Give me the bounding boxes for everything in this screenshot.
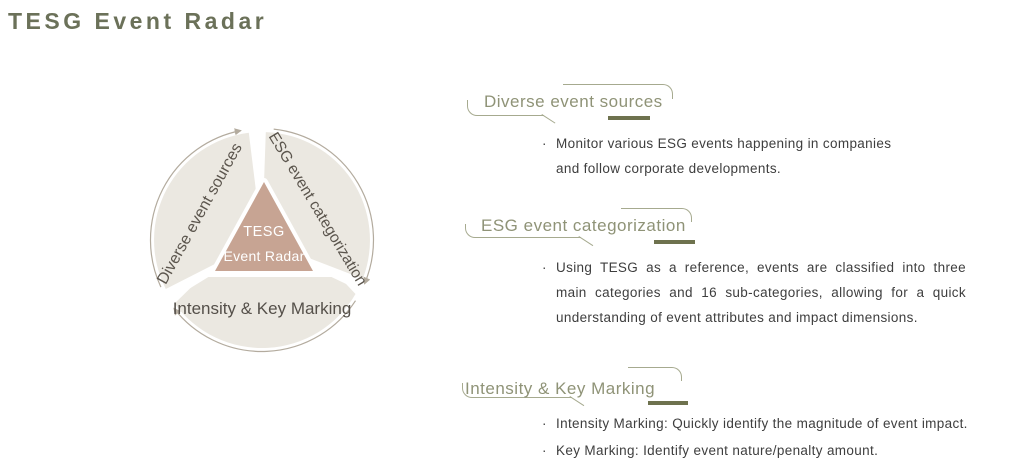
bullet-text: Monitor various ESG events happening in … bbox=[556, 136, 892, 151]
bullet-dot: · bbox=[542, 260, 547, 275]
bracket-tail bbox=[578, 236, 594, 247]
page-title: TESG Event Radar bbox=[8, 8, 268, 34]
section-bullets: · Monitor various ESG events happening in… bbox=[542, 131, 891, 181]
bullet-line: · Monitor various ESG events happening in… bbox=[542, 131, 891, 156]
bullet-line: · Key Marking: Identify event nature/pena… bbox=[542, 438, 968, 465]
bullet-text: Key Marking: Identify event nature/penal… bbox=[556, 442, 879, 458]
bullet-line: · Using TESG as a reference, events are c… bbox=[542, 255, 966, 280]
cycle-arrow-right bbox=[273, 128, 375, 285]
section-title: Diverse event sources bbox=[484, 92, 663, 111]
bullet-dot: · bbox=[542, 136, 547, 151]
cycle-arrow-left bbox=[149, 128, 242, 288]
triangle-label-line1: TESG bbox=[243, 224, 284, 240]
bracket-top bbox=[628, 367, 682, 381]
section-bullets: · Intensity Marking: Quickly identify the… bbox=[542, 411, 968, 464]
bracket-bottom bbox=[462, 383, 572, 398]
bullet-line: and follow corporate developments. bbox=[542, 156, 891, 181]
bullet-text: Using TESG as a reference, events are cl… bbox=[556, 260, 966, 275]
section-bullets: · Using TESG as a reference, events are c… bbox=[542, 255, 966, 330]
title-underline bbox=[608, 116, 650, 120]
bullet-text: understanding of event attributes and im… bbox=[556, 310, 918, 325]
triangle-label-line2: Event Radar bbox=[223, 248, 304, 264]
title-underline bbox=[648, 401, 688, 405]
bracket-bottom bbox=[465, 224, 581, 238]
title-underline bbox=[654, 240, 695, 244]
section-title: ESG event categorization bbox=[481, 216, 686, 235]
bullet-dot: · bbox=[542, 442, 547, 458]
bracket-tail bbox=[541, 114, 556, 124]
segment-intensity-key-marking bbox=[174, 277, 356, 349]
bracket-top bbox=[563, 84, 673, 99]
cycle-diagram-svg: TESG Event Radar Diverse event sources E… bbox=[149, 128, 375, 353]
bullet-text: and follow corporate developments. bbox=[556, 161, 782, 176]
bullet-text: Intensity Marking: Quickly identify the … bbox=[556, 416, 968, 431]
center-triangle bbox=[211, 178, 317, 275]
cycle-diagram: TESG Event Radar Diverse event sources E… bbox=[137, 115, 387, 365]
bracket-top bbox=[621, 208, 692, 222]
segment-label-intensity-key-marking: Intensity & Key Marking bbox=[173, 299, 352, 318]
cycle-arrow-bottom bbox=[173, 300, 357, 353]
bullet-dot: · bbox=[542, 416, 547, 431]
bullet-line: · Intensity Marking: Quickly identify the… bbox=[542, 411, 968, 438]
section-title: Intensity & Key Marking bbox=[465, 379, 656, 398]
bullet-line: understanding of event attributes and im… bbox=[542, 305, 966, 330]
bullet-text: main categories and 16 sub-categories, a… bbox=[556, 285, 966, 300]
bracket-bottom bbox=[467, 100, 544, 116]
bullet-line: main categories and 16 sub-categories, a… bbox=[542, 280, 966, 305]
